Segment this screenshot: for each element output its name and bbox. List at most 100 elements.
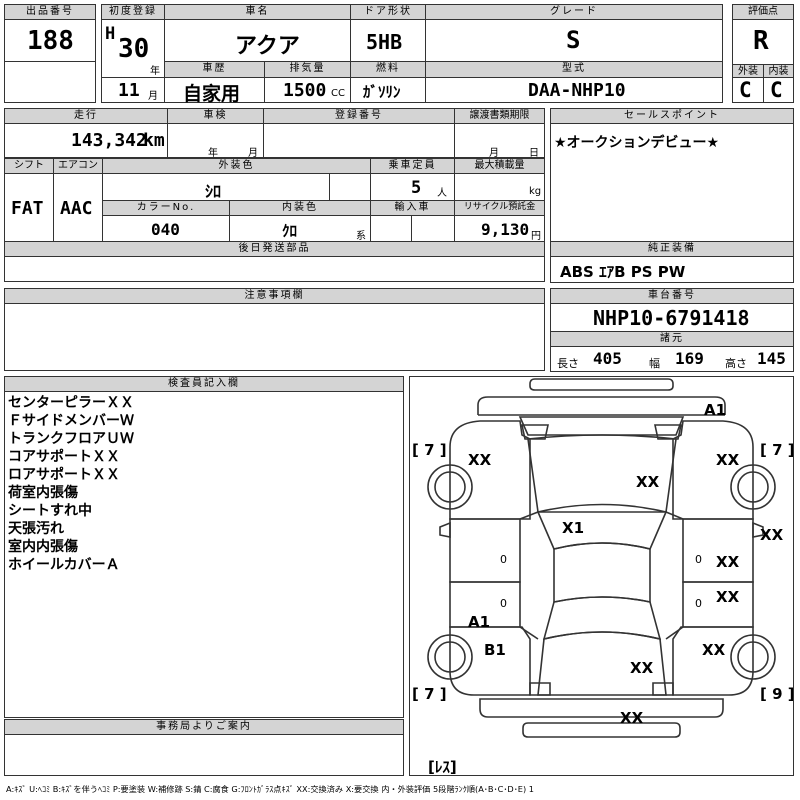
exterior-header: 外装 [732,64,764,78]
first-reg-cell: H 30 年 [101,19,165,78]
lot-header: 出品番号 [4,4,96,20]
mileage-header: 走行 [4,108,168,124]
inspector-note: ＦサイドメンバーＷ [8,413,134,429]
door-type: 5HB [366,30,403,54]
grade: S [566,26,581,54]
exterior-cell: C [732,77,764,103]
inspector-notes-cell [4,391,404,718]
later-parts-cell [4,256,545,282]
reg-no-header: 登録番号 [263,108,455,124]
ext-color-header: 外装色 [102,158,371,174]
capacity: 5 [411,178,422,198]
sales-point-header: セールスポイント [550,108,794,124]
int-color: ｸﾛ [282,222,298,240]
lot-blank-cell [4,61,96,103]
inspector-note: 天張汚れ [8,521,64,537]
ac: AAC [60,198,93,219]
damage-xx-fr: XX [716,451,740,469]
sales-point: ★オークションデビュー★ [554,135,720,151]
fuel: ｶﾞｿﾘﾝ [363,83,401,101]
damage-diagram-frame: [ 7 ] [ 7 ] [ 7 ] [ 9 ] [ﾚｽ] A1 XX XX XX… [409,376,794,776]
inspector-header: 検査員記入欄 [4,376,404,392]
legend: A:ｷｽﾞ U:ﾍｺﾐ B:ｷｽﾞを伴うﾍｺﾐ P:要塗装 W:補修跡 S:錆 … [6,784,534,794]
capacity-unit: 人 [437,188,447,199]
zero-mark: 0 [500,553,507,566]
inspector-note: 荷室内張傷 [8,485,78,501]
interior-header: 内装 [763,64,794,78]
shift-cell: FAT [4,173,54,242]
lot-number: 188 [27,26,74,56]
office-header: 事務局よりご案内 [4,719,404,735]
transfer-header: 譲渡書類期限 [454,108,545,124]
inspection-year-unit: 年 [208,148,218,159]
ac-header: エアコン [53,158,103,174]
zero-mark: 0 [695,553,702,566]
inspector-note: ホイールカバーＡ [8,557,120,573]
specs-header: 諸元 [550,331,794,347]
car-name-cell: アクア [164,19,351,62]
fuel-cell: ｶﾞｿﾘﾝ [350,77,426,103]
damage-xx-rdoor: XX [716,553,740,571]
zero-mark: 0 [695,597,702,610]
inspection-cell: 年 月 [167,123,264,159]
genuine-equip-cell: ABS ｴｱB PS PW [550,256,794,283]
reg-no-cell [263,123,455,158]
height-label: 高さ [725,357,747,370]
damage-a1-rear: A1 [468,613,490,631]
history-header: 車歴 [164,61,265,78]
inspector-note: シートすれ中 [8,503,92,519]
recycle-header: リサイクル預託金 [454,200,545,216]
first-reg-year: 30 [118,34,150,64]
recycle-cell: 9,130 円 [454,215,545,242]
grade-cell: S [425,19,723,62]
capacity-header: 乗車定員 [370,158,455,174]
inspection-month-unit: 月 [248,148,258,159]
chassis-header: 車台番号 [550,288,794,304]
width-label: 幅 [649,357,660,370]
sales-point-cell: ★オークションデビュー★ [550,123,794,242]
car-damage-diagram: [ 7 ] [ 7 ] [ 7 ] [ 9 ] [ﾚｽ] A1 XX XX XX… [412,378,793,775]
recycle-unit: 円 [531,231,541,242]
fuel-header: 燃料 [350,61,426,78]
chassis-number: NHP10-6791418 [593,306,750,330]
color-no-cell: 040 [102,215,230,242]
max-load-cell: kg [454,173,545,201]
first-reg-month-cell: 11 月 [101,77,165,103]
later-parts-header: 後日発送部品 [4,241,545,257]
displacement-header: 排気量 [264,61,351,78]
first-reg-month: 11 [118,80,140,101]
inspector-note: コアサポートＸＸ [8,449,120,465]
damage-xx-trunk: XX [630,659,654,677]
chassis-cell: NHP10-6791418 [550,303,794,332]
mileage-cell: 143,342 km [4,123,168,158]
model-code-header: 型式 [425,61,723,78]
month-unit: 月 [148,91,158,102]
office-cell [4,734,404,776]
import-header: 輸入車 [370,200,455,216]
door-header: ドア形状 [350,4,426,20]
displacement: 1500 [283,80,327,101]
mileage-unit: km [143,130,165,151]
history-cell: 自家用 [164,77,265,105]
tire-fr-mark: [ 7 ] [760,441,793,459]
damage-xx-rear-bumper: XX [620,709,644,727]
int-color-header: 内装色 [229,200,371,216]
tire-fl-mark: [ 7 ] [412,441,447,459]
height-value: 145 [757,349,786,368]
import-cell-a [370,215,412,242]
color-no-header: カラーNo. [102,200,230,216]
first-reg-header: 初度登録 [101,4,165,20]
mileage: 143,342 [71,130,147,151]
max-load-unit: kg [529,186,542,197]
ext-color-extra-cell [329,173,371,201]
grade-header: グレード [425,4,723,20]
model-code: DAA-NHP10 [528,80,626,101]
specs-cell: 長さ 405 幅 169 高さ 145 [550,346,794,372]
damage-xx-right-edge: XX [760,526,784,544]
score-header: 評価点 [732,4,794,20]
damage-x1-roof: X1 [562,519,584,537]
interior-grade: C [770,78,783,102]
score: R [753,26,769,56]
notes-cell [4,303,545,371]
notes-header: 注意事項欄 [4,288,545,304]
